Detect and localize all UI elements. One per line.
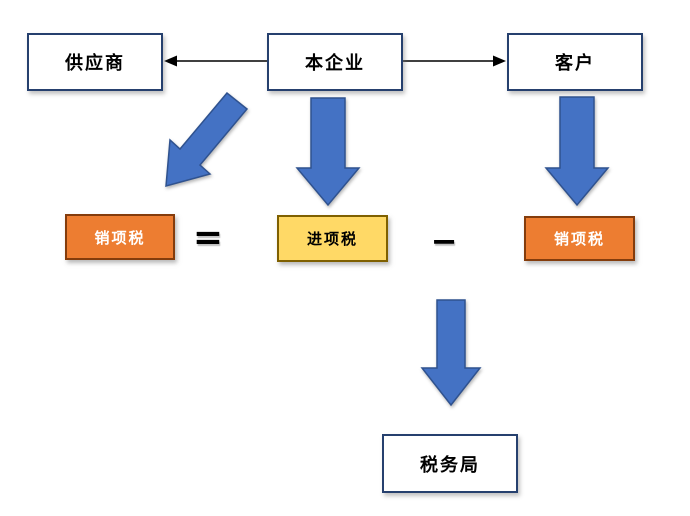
- input-tax-box: 进项税: [277, 215, 388, 262]
- enterprise-label: 本企业: [305, 53, 365, 73]
- supplier-box: 供应商: [27, 33, 163, 91]
- output-tax-left-box: 销项税: [65, 214, 175, 260]
- equals-sign: =: [192, 216, 224, 258]
- input-tax-label: 进项税: [306, 232, 358, 248]
- block-arrow-diagonal-down-left-icon: [165, 91, 249, 188]
- enterprise-box: 本企业: [267, 33, 403, 91]
- supplier-label: 供应商: [65, 53, 125, 73]
- arrowhead-right-icon: [493, 55, 506, 67]
- block-arrow-down-middle-icon: [295, 97, 361, 207]
- output-tax-left-label: 销项税: [94, 230, 146, 247]
- block-arrow-down-bottom-icon: [420, 299, 482, 407]
- block-arrow-down-right-icon: [544, 96, 610, 207]
- customer-label: 客户: [555, 53, 595, 73]
- arrowhead-left-icon: [164, 55, 177, 67]
- tax-bureau-label: 税务局: [420, 454, 480, 475]
- output-tax-right-box: 销项税: [524, 216, 635, 261]
- minus-sign: −: [430, 222, 458, 260]
- output-tax-right-label: 销项税: [553, 232, 605, 248]
- customer-box: 客户: [507, 33, 643, 91]
- tax-bureau-box: 税务局: [382, 434, 518, 493]
